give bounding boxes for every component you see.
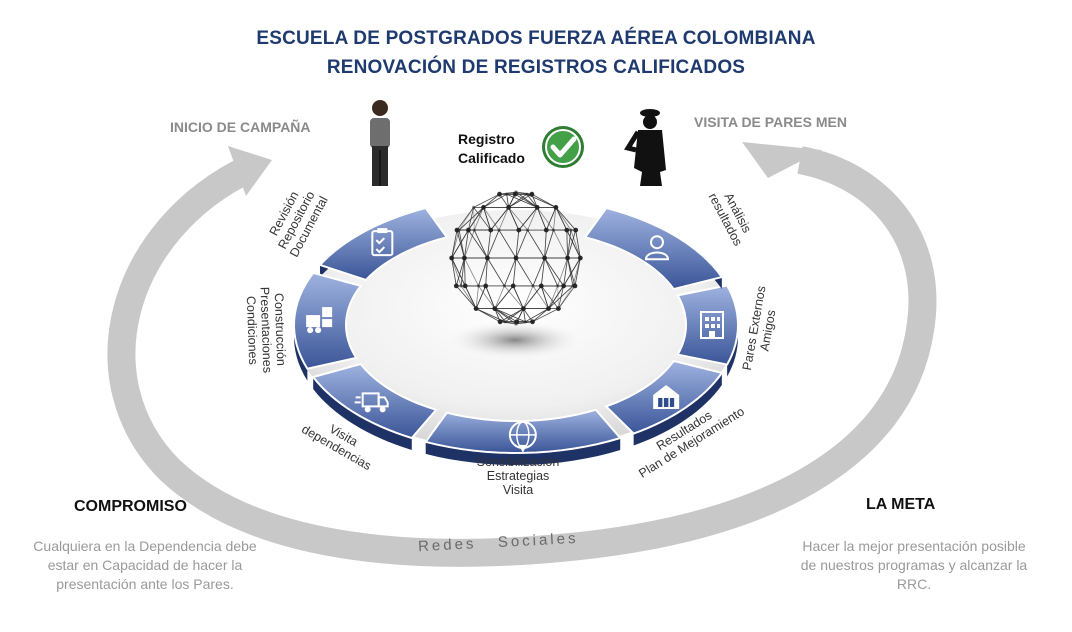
segment-label-7: Análisisresultados [706,184,758,248]
inicio-campana-label: INICIO DE CAMPAÑA [170,119,311,135]
warehouse-icon [653,384,680,409]
visita-pares-label: VISITA DE PARES MEN [694,114,847,130]
network-globe-icon [449,190,583,326]
segment-label-1: RevisiónRepositorioDocumental [262,181,330,260]
segment-label-line: Construcción [272,293,289,366]
meta-description: Hacer la mejor presentación posible de n… [780,537,1048,594]
compromiso-line: estar en Capacidad de hacer la [47,557,243,573]
segment-3 [311,362,438,440]
registro-calificado-label: Registro Calificado [458,130,525,168]
outer-cycle-arc [107,142,937,567]
segment-side [633,372,722,446]
user-icon [644,235,669,261]
meta-line: de nuestros programas y alcanzar la [800,557,1028,573]
compromiso-heading: COMPROMISO [74,498,187,515]
delivery-truck-icon [354,392,389,413]
building-icon [700,311,724,339]
compromiso-description: Cualquiera en la Dependencia debe estar … [14,537,276,594]
segment-label-6: Pares ExternosAmigos [740,285,782,374]
forklift-icon [306,307,333,334]
segment-label-line: Presentaciones [257,287,274,374]
registro-line2: Calificado [458,150,525,166]
segment-label-line: Visita [503,483,533,497]
officer-silhouette-icon [624,109,666,186]
segment-1 [318,206,449,282]
clipboard-check-icon [371,228,394,257]
page-title-line1: ESCUELA DE POSTGRADOS FUERZA AÉREA COLOM… [256,28,816,49]
check-circle-icon [542,126,584,168]
compromiso-line: presentación ante los Pares. [56,576,234,592]
registro-line1: Registro [458,131,515,147]
segment-label-line: Estrategias [487,469,550,483]
person-figure-icon [370,100,390,186]
segment-label-line: Condiciones [244,296,260,365]
segment-4 [424,408,623,454]
arc-arrowhead-right [742,142,822,178]
meta-heading: LA META [866,496,936,513]
compromiso-line: Cualquiera en la Dependencia debe [33,538,257,554]
globe-icon [508,420,537,453]
segment-side [313,377,412,451]
meta-line: Hacer la mejor presentación posible [802,538,1026,554]
segment-7 [583,206,724,291]
meta-line: RRC. [896,576,932,592]
segment-label-2: ConstrucciónPresentacionesCondiciones [244,286,289,374]
segment-side [425,438,621,465]
page-title-line2: RENOVACIÓN DE REGISTROS CALIFICADOS [326,57,746,78]
segment-label-line: Sensibilización [477,455,560,469]
arc-arrowhead-left [228,146,272,196]
